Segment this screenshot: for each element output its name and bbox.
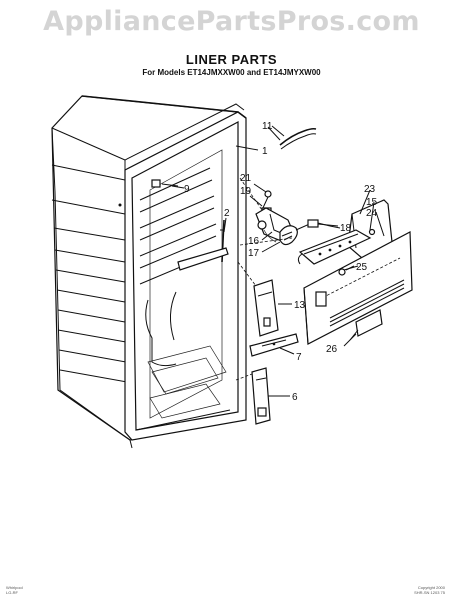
- callout-21: 21: [240, 173, 252, 184]
- part-6-cover: [235, 367, 271, 425]
- callout-17: 17: [248, 248, 260, 259]
- footer-right: Copyright 2000 SHR-SN 1203 75: [414, 585, 445, 595]
- part-2-support: [177, 219, 229, 271]
- control-assembly: [239, 177, 339, 246]
- callout-6: 6: [292, 392, 298, 403]
- callout-13: 13: [294, 300, 306, 311]
- callout-23: 23: [364, 184, 376, 195]
- watermark: AppliancePartsPros.com: [43, 6, 420, 37]
- callout-25: 25: [356, 262, 368, 273]
- leader-lines: [171, 125, 385, 397]
- part-13-cover: [237, 261, 279, 337]
- callout-7: 7: [296, 352, 302, 363]
- part-7-panel: [249, 333, 299, 357]
- callout-26: 26: [326, 344, 338, 355]
- footer-right-line-2: SHR-SN 1203 75: [414, 590, 445, 595]
- callout-1: 1: [262, 146, 268, 157]
- part-11-tube: [267, 126, 317, 150]
- diagram-title: LINER PARTS: [185, 52, 278, 67]
- part-9-clip: [151, 179, 179, 188]
- footer-left-line-1: Whirlpool: [6, 585, 23, 590]
- callout-9: 9: [184, 184, 190, 195]
- part-24-panel: [303, 231, 413, 345]
- callout-18: 18: [340, 223, 352, 234]
- cabinet-liner: [51, 95, 247, 449]
- footer-left-line-2: LG-RF: [6, 590, 18, 595]
- callout-16: 16: [248, 236, 260, 247]
- callout-24: 24: [366, 208, 378, 219]
- callout-15: 15: [366, 197, 378, 208]
- callout-19: 19: [240, 186, 252, 197]
- callout-11: 11: [262, 121, 273, 132]
- callout-labels: 11 1 21 19 9 23 15 24 2 18 16 17 25 13 7…: [184, 121, 378, 403]
- callout-2: 2: [224, 208, 230, 219]
- footer-right-line-1: Copyright 2000: [417, 585, 445, 590]
- diagram-subtitle: For Models ET14JMXXW00 and ET14JMYXW00: [142, 68, 321, 77]
- footer-left: Whirlpool LG-RF: [6, 585, 23, 595]
- part-23-light-housing: [297, 199, 393, 265]
